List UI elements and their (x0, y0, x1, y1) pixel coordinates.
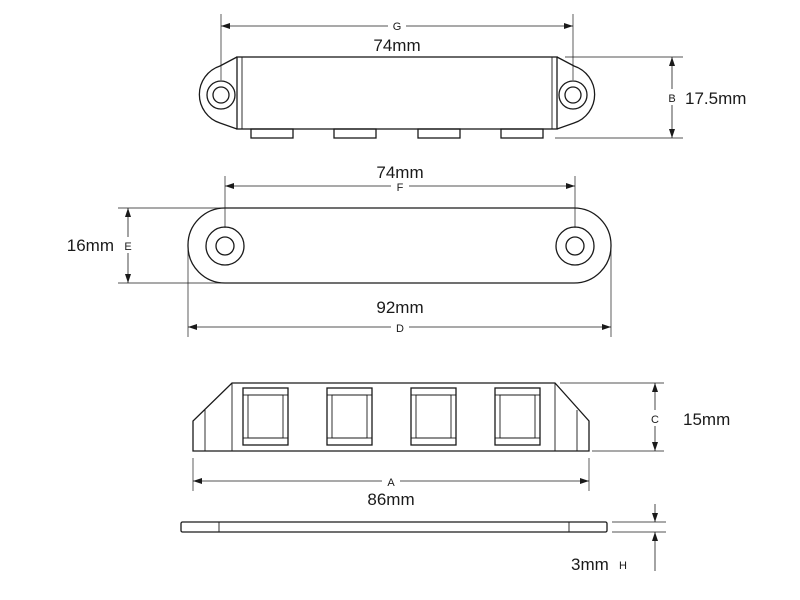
dim-f-arrow-right (566, 183, 575, 189)
dim-d-value: 92mm (376, 298, 423, 317)
top-view-right-hole-inner (564, 86, 582, 104)
dim-b-arrow-top (669, 57, 675, 66)
top-view-left-hole-outer (206, 80, 236, 110)
plan-view-right-hole-inner (565, 236, 585, 256)
dim-f-arrow-left (225, 183, 234, 189)
dim-d-arrow-left (188, 324, 197, 330)
top-view-foot (500, 128, 544, 139)
plan-view-left-hole-inner (215, 236, 235, 256)
dim-g-arrow-right (564, 23, 573, 29)
dim-a-value: 86mm (367, 490, 414, 509)
dim-f-value: 74mm (376, 163, 423, 182)
base-plate (180, 521, 608, 533)
dim-g-letter: G (393, 21, 402, 33)
dim-e-arrow-top (125, 208, 131, 217)
plan-view-right-hole-outer (555, 226, 595, 266)
dim-c-arrow-top (652, 383, 658, 392)
dim-h-arrow-top (652, 513, 658, 522)
dim-a-letter: A (387, 477, 395, 489)
top-view-body (236, 56, 558, 130)
dim-c-letter: C (651, 414, 659, 426)
front-view-window (242, 387, 289, 446)
front-view-window (326, 387, 373, 446)
dim-e-letter: E (124, 241, 131, 253)
dim-e-arrow-bottom (125, 274, 131, 283)
front-view-window (494, 387, 541, 446)
dim-d-letter: D (396, 323, 404, 335)
front-view-window (410, 387, 457, 446)
dim-b-letter: B (668, 93, 675, 105)
dim-c-arrow-bottom (652, 442, 658, 451)
top-view-right-hole-outer (558, 80, 588, 110)
top-view-foot (333, 128, 377, 139)
top-view-foot (250, 128, 294, 139)
dim-b-value: 17.5mm (685, 89, 746, 108)
top-view-foot (417, 128, 461, 139)
dim-d-arrow-right (602, 324, 611, 330)
plan-view-body (187, 207, 612, 284)
dim-e-value: 16mm (67, 236, 114, 255)
front-view-body (192, 382, 590, 452)
dim-h-letter: H (619, 560, 627, 572)
base-view: 3mm H (180, 504, 666, 574)
dim-f-letter: F (397, 182, 404, 194)
dim-g-value: 74mm (373, 36, 420, 55)
front-view: C 15mm A 86mm (192, 382, 730, 509)
plan-view: 74mm F E 16mm 92mm D (67, 163, 612, 337)
top-view-left-hole-inner (212, 86, 230, 104)
dim-g-arrow-left (221, 23, 230, 29)
top-view: G 74mm B 17.5mm (198, 14, 746, 139)
dim-h-value: 3mm (571, 555, 609, 574)
top-view-left-lug (198, 56, 238, 130)
dim-a-arrow-left (193, 478, 202, 484)
plan-view-left-hole-outer (205, 226, 245, 266)
top-view-right-lug (556, 56, 596, 130)
dim-a-arrow-right (580, 478, 589, 484)
dim-h-arrow-bottom (652, 532, 658, 541)
dim-c-value: 15mm (683, 410, 730, 429)
dim-b-arrow-bottom (669, 129, 675, 138)
